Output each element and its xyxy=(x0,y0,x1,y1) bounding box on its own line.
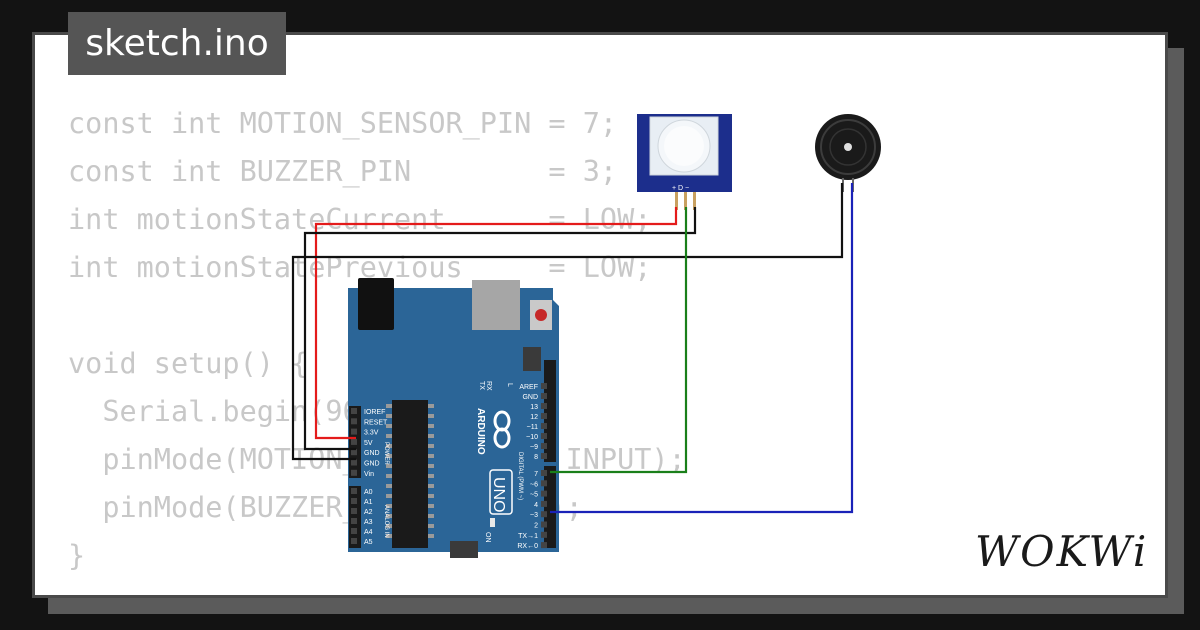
pin-label: GND xyxy=(522,394,538,401)
atmega-chip xyxy=(392,400,428,548)
pin-label: A3 xyxy=(364,519,373,526)
pin-label: ~10 xyxy=(526,434,538,441)
usb-port xyxy=(472,280,520,330)
wire-signal-green xyxy=(550,207,688,474)
code-line: int motionStateCurrent = LOW; xyxy=(68,203,652,236)
pir-motion-sensor[interactable]: + D − xyxy=(637,114,732,210)
arduino-infinity-logo xyxy=(493,410,511,449)
pin-label: RESET xyxy=(364,419,388,426)
pin-label: 2 xyxy=(534,523,538,530)
pin-label: 12 xyxy=(530,414,538,421)
pin-label: 8 xyxy=(534,454,538,461)
power-section-label: POWER xyxy=(383,442,389,465)
pin-label: 5V xyxy=(364,440,373,447)
pin-label: ~6 xyxy=(530,481,538,488)
code-line: const int BUZZER_PIN = 3; xyxy=(68,155,618,188)
pin-label: ~11 xyxy=(527,424,538,431)
l-led-label: L xyxy=(506,383,513,387)
pin-label: 7 xyxy=(534,471,538,478)
code-line: } xyxy=(68,539,86,572)
pin-label: TX→1 xyxy=(518,533,538,540)
on-led-label: ON xyxy=(484,532,491,543)
pin-label: IOREF xyxy=(364,409,385,416)
icsp-header-2 xyxy=(450,541,478,558)
tx-led-label: TX xyxy=(478,381,485,390)
pin-label: A1 xyxy=(364,499,373,506)
pin-label: A0 xyxy=(364,489,373,496)
arduino-brand-label: ARDUINO xyxy=(475,408,486,455)
pir-pin-labels: + D − xyxy=(672,185,689,192)
pin-label: ~5 xyxy=(530,492,538,499)
code-line: void setup() { xyxy=(68,347,309,380)
uno-model-label: UNO xyxy=(490,477,507,513)
wire-buzzer-gnd-black xyxy=(291,183,844,461)
pin-label: 4 xyxy=(534,502,538,509)
pin-label: ~3 xyxy=(530,512,538,519)
wokwi-logo: WOKWi xyxy=(975,527,1149,576)
power-jack xyxy=(358,278,394,330)
piezo-buzzer[interactable] xyxy=(815,114,881,192)
pin-label: AREF xyxy=(519,384,538,391)
wire-gnd-black xyxy=(303,207,697,451)
wire-buzzer-blue xyxy=(550,183,854,514)
analog-section-label: ANALOG IN xyxy=(383,505,389,538)
pin-label: A4 xyxy=(364,529,373,536)
pin-label: Vin xyxy=(364,471,374,478)
pin-label: GND xyxy=(364,461,380,468)
pin-label: RX←0 xyxy=(517,543,538,550)
pin-label: ~9 xyxy=(530,444,538,451)
rx-led-label: RX xyxy=(485,381,492,391)
icsp-header xyxy=(523,347,541,371)
pin-label: 3.3V xyxy=(364,430,379,437)
pin-label: 13 xyxy=(530,404,538,411)
code-line: const int MOTION_SENSOR_PIN = 7; xyxy=(68,107,618,140)
preview-card xyxy=(32,32,1168,598)
wire-5v-red xyxy=(314,207,678,440)
digital-section-label: DIGITAL (PWM ~) xyxy=(517,452,523,500)
sketch-title: sketch.ino xyxy=(68,12,286,75)
pin-label: A5 xyxy=(364,539,373,546)
pin-label: GND xyxy=(364,450,380,457)
pin-label: A2 xyxy=(364,509,373,516)
